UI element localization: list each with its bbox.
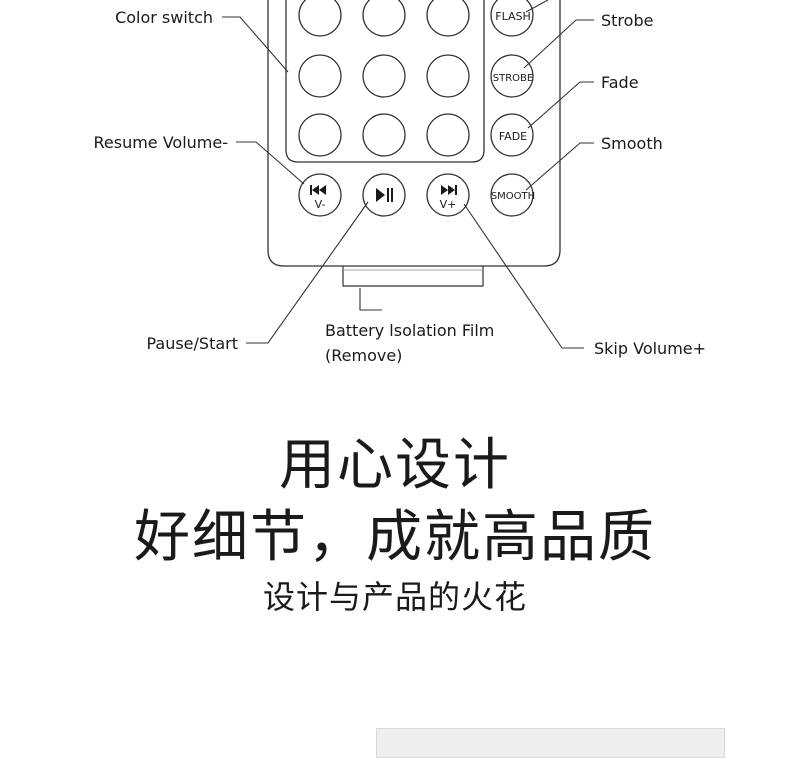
smooth-button-label: SMOOTH — [491, 191, 535, 202]
flash-button-label: FLASH — [495, 10, 531, 23]
label-smooth: Smooth — [601, 134, 663, 153]
label-strobe: Strobe — [601, 11, 653, 30]
leader-lines — [222, 0, 594, 349]
label-resume-volume: Resume Volume- — [93, 133, 228, 152]
fade-button[interactable] — [490, 113, 534, 157]
smooth-button[interactable] — [490, 173, 534, 217]
tagline: 设计与产品的火花 — [262, 578, 527, 616]
color-keypad-frame — [285, 0, 485, 163]
next-section-image — [376, 728, 725, 758]
skip-next-icon — [441, 185, 457, 195]
label-color-switch: Color switch — [115, 8, 213, 27]
fade-button-label: FADE — [499, 130, 527, 143]
label-skip-volume: Skip Volume+ — [594, 339, 706, 358]
label-battery-film-line2: (Remove) — [325, 346, 402, 365]
volume-up-label: V+ — [440, 198, 457, 211]
battery-isolation-film — [342, 266, 484, 287]
color-button-grid — [298, 0, 470, 157]
color-button[interactable] — [362, 0, 406, 37]
color-button[interactable] — [298, 113, 342, 157]
color-button[interactable] — [362, 54, 406, 98]
label-pause-start: Pause/Start — [146, 334, 238, 353]
strobe-button[interactable] — [490, 54, 534, 98]
color-button[interactable] — [298, 0, 342, 37]
prev-volume-down-button[interactable] — [298, 173, 342, 217]
color-button[interactable] — [426, 113, 470, 157]
remote-body — [267, 0, 561, 267]
color-button[interactable] — [298, 54, 342, 98]
flash-button[interactable] — [490, 0, 534, 37]
label-fade: Fade — [601, 73, 639, 92]
strobe-button-label: STROBE — [493, 73, 533, 84]
label-battery-film-line1: Battery lsolation Film — [325, 321, 494, 340]
volume-down-label: V- — [315, 198, 326, 211]
headline-line-1: 用心设计 — [279, 433, 511, 498]
play-pause-icon — [376, 188, 393, 202]
headline-line-2: 好细节，成就高品质 — [134, 505, 656, 570]
skip-previous-icon — [310, 185, 326, 195]
color-button[interactable] — [426, 0, 470, 37]
color-button[interactable] — [426, 54, 470, 98]
color-button[interactable] — [362, 113, 406, 157]
